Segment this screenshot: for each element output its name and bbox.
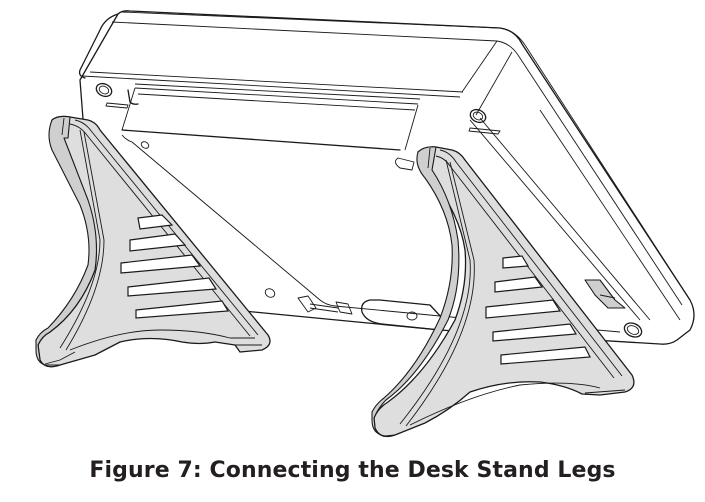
desk-stand-illustration [35,10,695,438]
vent-slot [127,277,218,297]
vent-slot [135,300,230,319]
vent-slot [137,214,174,230]
vent-slot [129,233,187,252]
left-stand-leg [35,115,271,368]
vent-slot [485,299,562,319]
vent-slot [502,255,530,269]
vent-slot [500,346,591,365]
vent-slot [494,276,544,293]
right-stand-leg [371,146,635,438]
vent-slot [120,254,202,274]
figure-caption: Figure 7: Connecting the Desk Stand Legs [89,458,616,483]
vent-slot [492,323,578,342]
